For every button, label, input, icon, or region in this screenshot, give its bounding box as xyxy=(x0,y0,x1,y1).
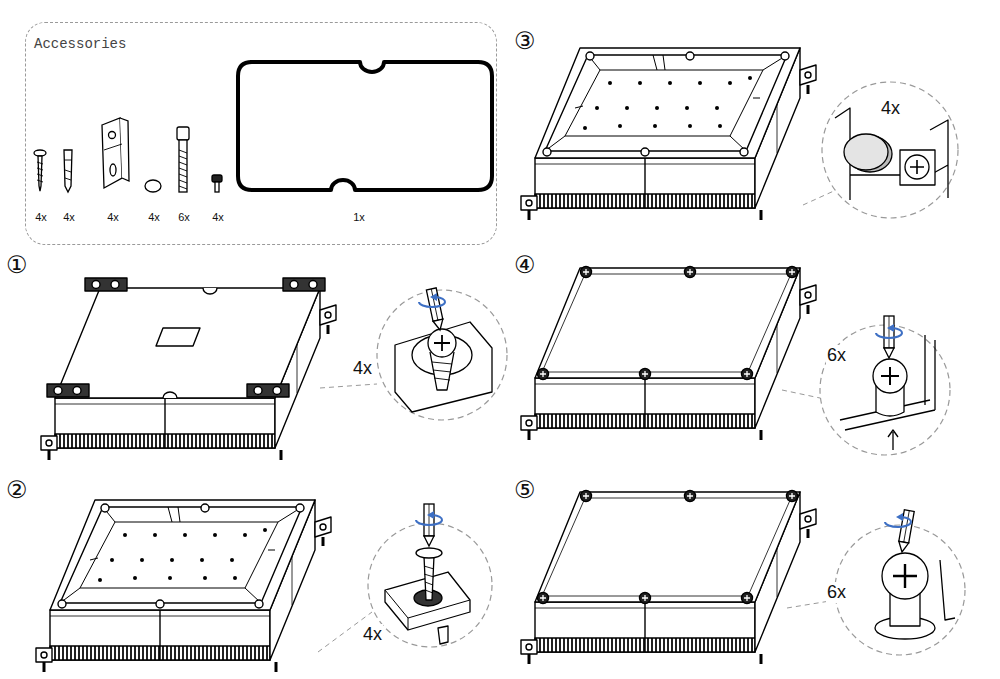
quantity: 1x xyxy=(353,211,365,224)
line-art xyxy=(64,150,72,192)
line-art xyxy=(940,560,955,620)
line-art xyxy=(120,118,129,181)
line-art xyxy=(145,180,161,192)
line-art xyxy=(102,118,122,188)
line-art xyxy=(179,150,187,189)
line-art xyxy=(104,144,122,150)
line-art xyxy=(38,156,42,191)
line-art xyxy=(416,548,442,558)
line-art xyxy=(416,511,442,525)
line-art xyxy=(41,278,336,460)
quantity-callout: 6x xyxy=(826,582,847,603)
line-art xyxy=(109,132,116,139)
line-art xyxy=(876,324,902,338)
quantity-callout: 4x xyxy=(362,624,383,645)
line-art xyxy=(110,164,116,176)
line-art xyxy=(377,290,507,420)
zoom-detail-1 xyxy=(395,322,492,412)
quantity-callout: 6x xyxy=(826,345,847,366)
line-art xyxy=(888,430,898,450)
line-art xyxy=(320,384,377,388)
line-art xyxy=(36,500,331,672)
line-art xyxy=(900,150,935,185)
line-art xyxy=(873,359,907,393)
line-art xyxy=(521,48,816,220)
quantity: 4x xyxy=(35,211,47,224)
panel-heading: Accessories xyxy=(34,36,126,52)
accessories-panel: Accessories 4x 4x 4x 4x 6x 4x 1x xyxy=(25,22,497,245)
step-number: ① xyxy=(6,252,28,280)
line-art xyxy=(395,322,492,412)
zoom-detail-5 xyxy=(875,553,955,639)
quantity: 6x xyxy=(178,211,190,224)
quantity: 4x xyxy=(63,211,75,224)
line-art xyxy=(34,150,46,156)
line-art xyxy=(179,140,187,192)
line-art xyxy=(64,160,72,180)
quantity-callout: 4x xyxy=(880,98,901,119)
step-number: ⑤ xyxy=(514,477,536,505)
line-art xyxy=(782,390,820,398)
zoom-circles xyxy=(368,82,965,655)
line-art xyxy=(428,329,456,357)
line-art xyxy=(905,155,929,179)
line-art xyxy=(822,82,958,218)
zoom-detail-2 xyxy=(385,548,470,644)
line-art xyxy=(521,267,816,441)
step-number: ④ xyxy=(514,252,536,280)
line-art xyxy=(177,127,189,140)
quantity-callout: 4x xyxy=(352,358,373,379)
line-art xyxy=(432,362,452,380)
line-art xyxy=(893,564,917,588)
line-art xyxy=(521,491,816,665)
step-number: ② xyxy=(6,477,28,505)
gasket xyxy=(238,62,492,190)
line-art xyxy=(434,335,450,351)
leader-lines xyxy=(318,190,836,652)
line-art xyxy=(803,190,836,205)
quantity: 4x xyxy=(212,211,224,224)
accessory-parts xyxy=(34,118,222,192)
line-art xyxy=(419,293,445,307)
line-art xyxy=(885,513,911,527)
line-art xyxy=(882,553,928,599)
line-art xyxy=(212,175,222,182)
quantity: 4x xyxy=(148,211,160,224)
line-art xyxy=(424,566,434,593)
line-art xyxy=(430,352,454,390)
zoom-detail-3 xyxy=(835,108,948,200)
line-art xyxy=(215,182,219,192)
step-number: ③ xyxy=(514,28,536,56)
line-art xyxy=(835,108,948,200)
line-art xyxy=(844,134,888,170)
line-art xyxy=(438,626,448,644)
line-art xyxy=(910,160,924,174)
line-art xyxy=(424,556,434,600)
line-art xyxy=(37,162,43,182)
line-art xyxy=(881,367,899,385)
quantity: 4x xyxy=(107,211,119,224)
